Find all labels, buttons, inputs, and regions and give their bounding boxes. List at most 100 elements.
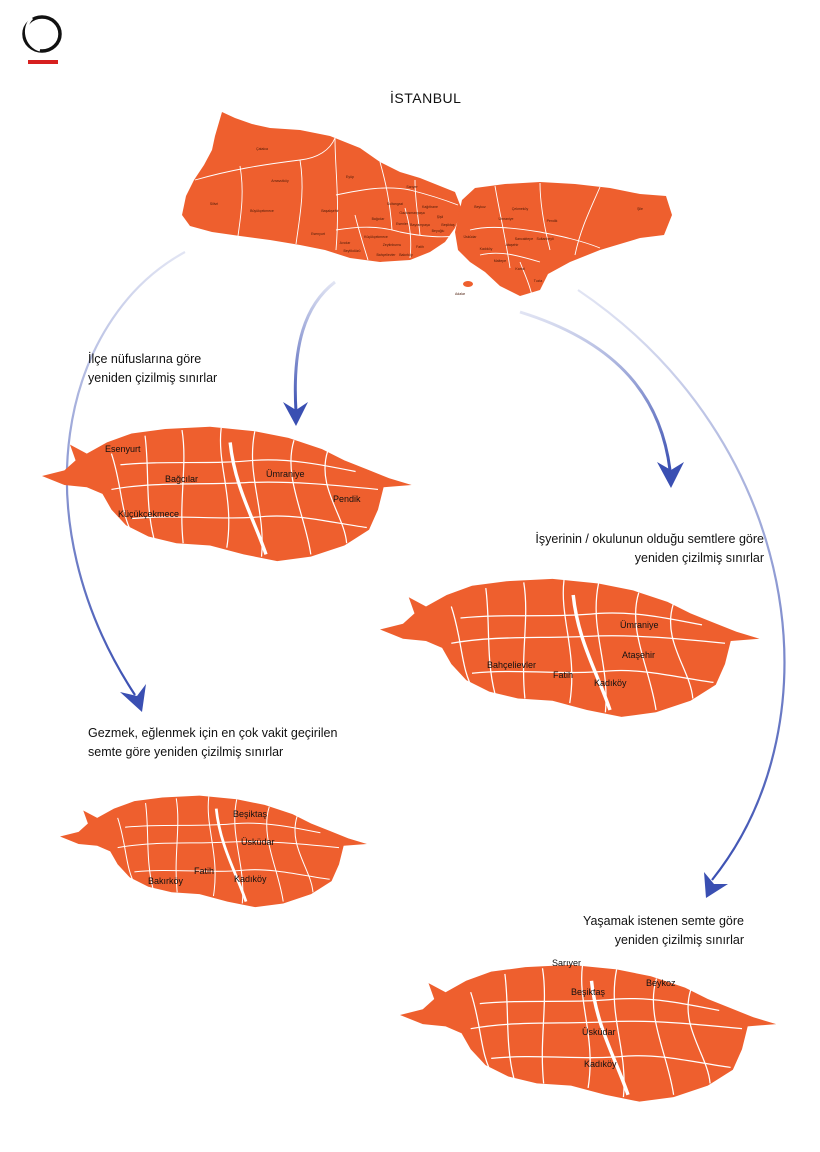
cartogram-label: Kadıköy bbox=[594, 678, 627, 688]
caption-line: yeniden çizilmiş sınırlar bbox=[634, 551, 764, 565]
caption-line: Yaşamak istenen semte göre bbox=[583, 914, 744, 928]
cartogram-border bbox=[687, 989, 711, 1084]
cartogram-border bbox=[131, 515, 367, 529]
cartogram-label: Sarıyer bbox=[552, 958, 581, 968]
cartogram-border bbox=[145, 802, 154, 889]
district-label: Maltepe bbox=[494, 259, 507, 263]
arrow-to-panel-2 bbox=[519, 310, 672, 471]
bosphorus bbox=[571, 594, 612, 711]
district-label: Kartal bbox=[515, 267, 524, 271]
cartogram-label: Pendik bbox=[333, 494, 361, 504]
arrow-to-panel-1 bbox=[293, 280, 336, 413]
bosphorus bbox=[589, 980, 630, 1096]
cartogram-border bbox=[522, 582, 527, 699]
cartogram-border bbox=[125, 822, 321, 834]
arrow-head-2 bbox=[657, 462, 684, 488]
cartogram-border bbox=[117, 841, 340, 849]
district-label: Çatalca bbox=[256, 147, 268, 151]
district-label: Küçükçekmece bbox=[364, 235, 388, 239]
cartogram-border bbox=[181, 429, 185, 544]
cartogram-label: Esenyurt bbox=[105, 444, 141, 454]
district-label: Ataşehir bbox=[506, 243, 520, 247]
caption-line: yeniden çizilmiş sınırlar bbox=[88, 371, 218, 385]
asian-side bbox=[455, 182, 672, 296]
district-label: Beşiktaş bbox=[441, 223, 454, 227]
district-label: Şile bbox=[637, 207, 643, 211]
district-label: Tuzla bbox=[534, 279, 542, 283]
district-label: Ümraniye bbox=[499, 217, 514, 221]
district-label: Bağcılar bbox=[372, 217, 386, 221]
logo-icon bbox=[22, 15, 62, 64]
district-label: Sultangazi bbox=[387, 202, 404, 206]
cartogram-border bbox=[491, 1055, 731, 1069]
caption-panel-1: İlçe nüfuslarına göre yeniden çizilmiş s… bbox=[88, 350, 217, 388]
district-label: Beylikdüzü bbox=[344, 249, 361, 253]
district-label: Bahçelievler bbox=[376, 253, 396, 257]
cartogram-border bbox=[485, 588, 496, 695]
district-label: Sultanbeyli bbox=[536, 237, 553, 241]
cartogram-label: Ümraniye bbox=[266, 469, 305, 479]
cartogram-border bbox=[450, 606, 475, 692]
district-label: Esenler bbox=[396, 222, 409, 226]
district-label: Silivri bbox=[210, 202, 219, 206]
cartogram-label: Kadıköy bbox=[234, 874, 267, 884]
district-label: Beykoz bbox=[474, 205, 486, 209]
district-label: Arnavutköy bbox=[271, 179, 289, 183]
cartogram-label: Bağcılar bbox=[165, 474, 198, 484]
cartogram-border bbox=[266, 806, 284, 902]
cartogram-border bbox=[652, 978, 675, 1095]
cartogram-border bbox=[144, 435, 155, 539]
cartogram-label: Üsküdar bbox=[582, 1027, 616, 1037]
cartogram-label: Üsküdar bbox=[241, 837, 275, 847]
caption-panel-4: Yaşamak istenen semte göre yeniden çizil… bbox=[583, 912, 744, 950]
cartogram-border bbox=[120, 459, 356, 473]
district-label: Kadıköy bbox=[480, 247, 493, 251]
district-label: Pendik bbox=[547, 219, 558, 223]
cartogram-label: Beykoz bbox=[646, 978, 676, 988]
cartogram-label: Bahçelievler bbox=[487, 660, 536, 670]
arrow-head-1 bbox=[283, 402, 308, 426]
cartogram-label: Ataşehir bbox=[622, 650, 655, 660]
cartogram-label: Fatih bbox=[194, 866, 214, 876]
cartogram-border bbox=[117, 817, 137, 887]
district-label: Eyüp bbox=[346, 175, 354, 179]
cartogram-border bbox=[134, 869, 330, 880]
district-label: Fatih bbox=[416, 245, 424, 249]
district-label: Gaziosmanpaşa bbox=[399, 211, 424, 215]
islands bbox=[463, 281, 473, 287]
district-label: Kağıthane bbox=[422, 205, 438, 209]
cartogram-border bbox=[479, 998, 720, 1012]
cartogram-border bbox=[635, 592, 657, 711]
cartogram-shape bbox=[60, 795, 367, 908]
cartogram-border bbox=[460, 612, 703, 626]
cartogram-shape bbox=[42, 426, 412, 562]
district-label: Sarıyer bbox=[406, 185, 418, 189]
district-label: Zeytinburnu bbox=[383, 243, 402, 247]
bosphorus bbox=[228, 442, 268, 555]
arrow-head-4 bbox=[704, 872, 728, 898]
cartogram-label: Küçükçekmece bbox=[118, 509, 179, 519]
district-label: Büyükçekmece bbox=[250, 209, 274, 213]
district-label: Adalar bbox=[455, 292, 466, 296]
cartogram-label: Bakırköy bbox=[148, 876, 184, 886]
district-label: Beyoğlu bbox=[432, 229, 445, 233]
caption-line: İşyerinin / okulunun olduğu semtlere gör… bbox=[535, 532, 764, 546]
caption-line: Gezmek, eğlenmek için en çok vakit geçir… bbox=[88, 726, 338, 740]
caption-line: İlçe nüfuslarına göre bbox=[88, 352, 202, 366]
cartogram-border bbox=[324, 451, 348, 544]
cartogram-border bbox=[504, 973, 515, 1079]
cartogram-label: Beşiktaş bbox=[571, 987, 606, 997]
caption-line: yeniden çizilmiş sınırlar bbox=[614, 933, 744, 947]
cartogram-label: Fatih bbox=[553, 670, 573, 680]
district-label: Bakırköy bbox=[399, 253, 413, 257]
logo-bar bbox=[28, 60, 58, 64]
caption-panel-2: İşyerinin / okulunun olduğu semtlere gör… bbox=[535, 530, 764, 568]
arrow-head-3 bbox=[120, 684, 146, 712]
